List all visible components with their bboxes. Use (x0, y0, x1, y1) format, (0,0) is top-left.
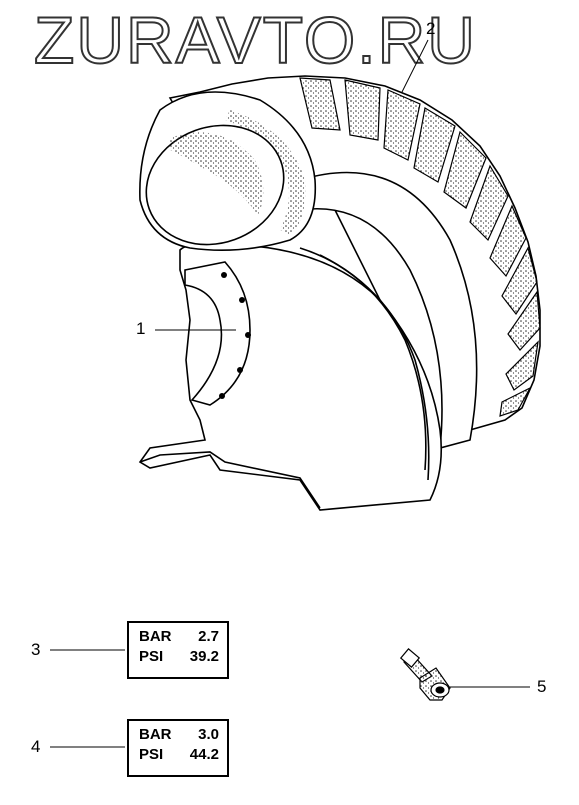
watermark-text: ZURAVTO.RU (33, 2, 477, 78)
tyre-bead-opening (139, 91, 317, 251)
valve-cap (399, 648, 421, 668)
rim-bolt-holes (219, 272, 251, 399)
callout-1: 1 (136, 319, 146, 338)
tyre (168, 75, 541, 450)
tyre-tread-lugs (299, 77, 541, 417)
plate-unit: BAR (139, 726, 172, 743)
rim-inner-flange-2 (319, 254, 430, 481)
callout-2: 2 (426, 19, 436, 38)
leader-2 (401, 39, 429, 93)
pressure-plate-4: BAR 3.0 PSI 44.2 (127, 719, 229, 777)
plate-value: 3.0 (198, 726, 219, 743)
plate-unit: PSI (139, 648, 164, 665)
plate-unit: PSI (139, 746, 164, 763)
callout-3: 3 (31, 640, 41, 659)
tyre-sidewall (299, 171, 478, 450)
plate-value: 44.2 (189, 746, 219, 763)
callout-5: 5 (537, 677, 547, 696)
rim-lower-lip (139, 451, 321, 509)
rim (138, 242, 443, 511)
callout-leaders (50, 39, 530, 748)
callout-4: 4 (31, 737, 41, 756)
plate-unit: BAR (139, 628, 172, 645)
rim-centre-disc (184, 261, 251, 406)
plate-value: 39.2 (189, 648, 219, 665)
plate-value: 2.7 (198, 628, 219, 645)
valve (399, 648, 451, 701)
pressure-plate-3: BAR 2.7 PSI 39.2 (127, 621, 229, 679)
